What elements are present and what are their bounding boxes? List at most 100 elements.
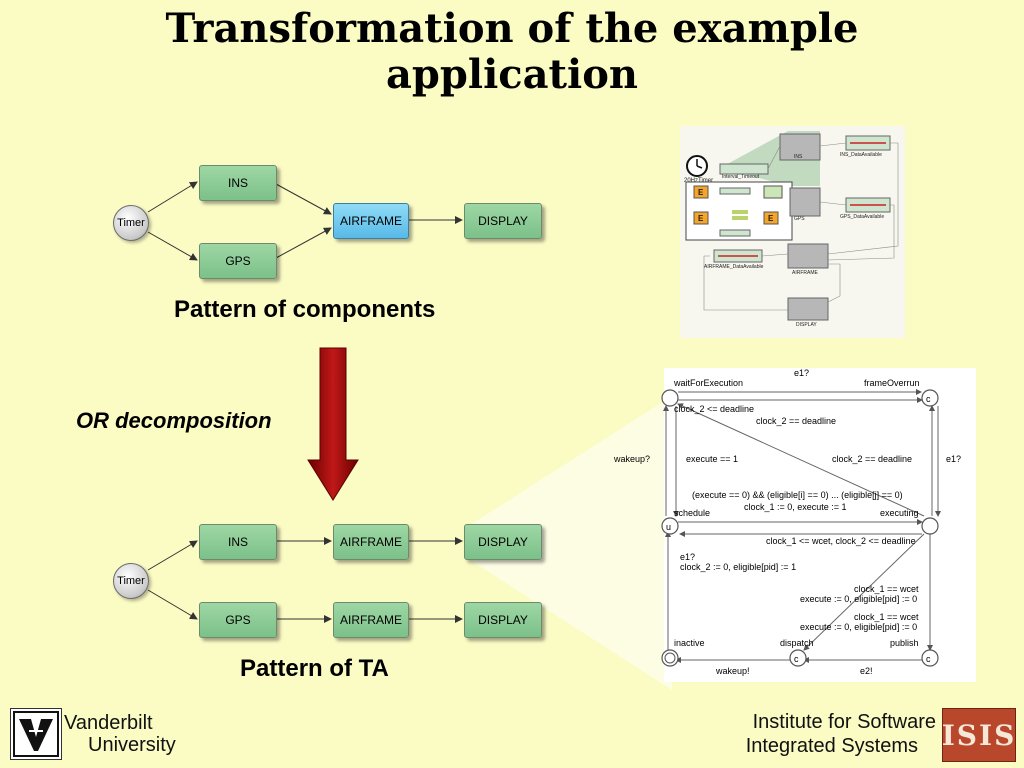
ta-cond2: clock_1 := 0, execute := 1 — [744, 502, 847, 512]
model-gps-label: GPS — [794, 216, 805, 222]
zoom-beam — [470, 396, 672, 690]
vu-line-2: University — [88, 734, 176, 756]
isis-line-2: Integrated Systems — [745, 735, 918, 757]
state-overrun — [921, 389, 939, 407]
ta-clock-deadline: clock_2 == deadline — [832, 454, 912, 464]
airframe-label: AIRFRAME — [339, 214, 402, 228]
model-airframe-data-label: AIRFRAME_DataAvailable — [704, 264, 764, 270]
state-dispatch — [789, 649, 807, 667]
state-inactive-label: inactive — [674, 638, 705, 648]
gps-label-bottom: GPS — [225, 613, 251, 627]
state-schedule-label: schedule — [674, 508, 710, 518]
svg-text:c: c — [926, 654, 931, 664]
ta-wcet-guard: clock_1 <= wcet, clock_2 <= deadline — [766, 536, 916, 546]
title-line-1: Transformation of the example — [165, 5, 859, 52]
ta-wakeup-q: wakeup? — [613, 454, 650, 464]
ta-guard1: clock_2 <= deadline — [674, 404, 754, 414]
slide-title: Transformation of the example applicatio… — [0, 6, 1024, 98]
state-overrun-label: frameOverrun — [864, 378, 920, 388]
airframe-label-bottom-1: AIRFRAME — [339, 535, 402, 549]
ins-label-bottom: INS — [227, 535, 248, 549]
svg-text:c: c — [794, 654, 799, 664]
vanderbilt-name: Vanderbilt University — [64, 712, 176, 756]
svg-text:E: E — [698, 214, 704, 223]
isis-name: Institute for Software Integrated System… — [700, 710, 936, 758]
ta-wcet2: clock_1 == wcet — [854, 612, 919, 622]
isis-line-1: Institute for Software — [752, 711, 936, 733]
vu-line-1: Vanderbilt — [64, 712, 153, 734]
edge-timer-gps — [147, 231, 198, 261]
model-interval-label: Interval_Timeout — [722, 174, 760, 180]
model-ins-label: INS — [794, 154, 803, 160]
or-decomposition-label: OR decomposition — [76, 408, 272, 433]
ta-e2: e2! — [860, 666, 873, 676]
state-executing — [921, 517, 939, 535]
edge-timer-gps-b — [147, 589, 198, 620]
timed-automaton: c u c c waitForExecution frameOverrun sc… — [613, 368, 976, 682]
ta-e1-left: e1? — [680, 552, 695, 562]
airframe-node-bottom-1: AIRFRAME — [333, 524, 409, 560]
isis-logo: ISIS — [942, 708, 1016, 762]
model-timer-label: 20HzTimer — [684, 178, 713, 184]
state-wait — [661, 389, 679, 407]
model-airframe-label: AIRFRAME — [792, 270, 819, 276]
clock-icon — [686, 155, 708, 177]
ta-guard2: clock_2 == deadline — [756, 416, 836, 426]
display-node-bottom-2: DISPLAY — [464, 602, 542, 638]
vanderbilt-v-icon — [13, 711, 59, 757]
edge-ins-airframe — [275, 183, 332, 215]
model-gps-data-label: GPS_DataAvailable — [840, 214, 884, 220]
decomposition-arrow — [307, 347, 359, 501]
timer-node-bottom: Timer — [113, 563, 149, 599]
ta-exec1: execute == 1 — [686, 454, 738, 464]
timer-label-bottom: Timer — [117, 575, 145, 587]
svg-text:E: E — [698, 188, 704, 197]
airframe-node: AIRFRAME — [333, 203, 409, 239]
airframe-label-bottom-2: AIRFRAME — [339, 613, 402, 627]
svg-text:E: E — [768, 214, 774, 223]
ta-e1-right: e1? — [946, 454, 961, 464]
state-schedule — [661, 517, 679, 535]
gps-node: GPS — [199, 243, 277, 279]
model-display-label: DISPLAY — [796, 322, 817, 328]
state-wait-label: waitForExecution — [673, 378, 743, 388]
ta-wcet1: clock_1 == wcet — [854, 584, 919, 594]
svg-text:u: u — [666, 522, 671, 532]
ins-node: INS — [199, 165, 277, 201]
edge-timer-ins-b — [147, 540, 198, 571]
edge-timer-ins — [147, 181, 198, 213]
vanderbilt-logo — [10, 708, 62, 760]
state-inactive — [661, 649, 679, 667]
airframe-node-bottom-2: AIRFRAME — [333, 602, 409, 638]
ins-label: INS — [227, 176, 248, 190]
display-label-bottom-1: DISPLAY — [478, 535, 528, 549]
ta-cond1: (execute == 0) && (eligible[i] == 0) ...… — [692, 490, 903, 500]
ins-node-bottom: INS — [199, 524, 277, 560]
isis-logo-text: ISIS — [941, 718, 1017, 752]
display-label-bottom-2: DISPLAY — [478, 613, 528, 627]
ta-wakeup-b: wakeup! — [715, 666, 750, 676]
display-label: DISPLAY — [478, 214, 528, 228]
model-ins-data-label: INS_DataAvailable — [840, 152, 882, 158]
display-node: DISPLAY — [464, 203, 542, 239]
gps-node-bottom: GPS — [199, 602, 277, 638]
pattern-of-components-caption: Pattern of components — [174, 296, 436, 323]
timer-label: Timer — [117, 217, 145, 229]
ta-e1-top: e1? — [794, 368, 809, 378]
timer-node: Timer — [113, 205, 149, 241]
pattern-of-ta-caption: Pattern of TA — [240, 655, 389, 682]
svg-text:c: c — [926, 394, 931, 404]
state-executing-label: executing — [880, 508, 919, 518]
model-screenshot: 20HzTimer INS INS_DataAvailable Interval… — [680, 126, 905, 338]
state-dispatch-label: dispatch — [780, 638, 814, 648]
ta-wcet1-assign: execute := 0, eligible[pid] := 0 — [800, 594, 917, 604]
ta-e1-assign: clock_2 := 0, eligible[pid] := 1 — [680, 562, 796, 572]
state-publish — [921, 649, 939, 667]
state-publish-label: publish — [890, 638, 919, 648]
ta-wcet2-assign: execute := 0, eligible[pid] := 0 — [800, 622, 917, 632]
edge-gps-airframe — [275, 227, 332, 259]
gps-label: GPS — [225, 254, 251, 268]
title-line-2: application — [386, 51, 638, 98]
display-node-bottom-1: DISPLAY — [464, 524, 542, 560]
